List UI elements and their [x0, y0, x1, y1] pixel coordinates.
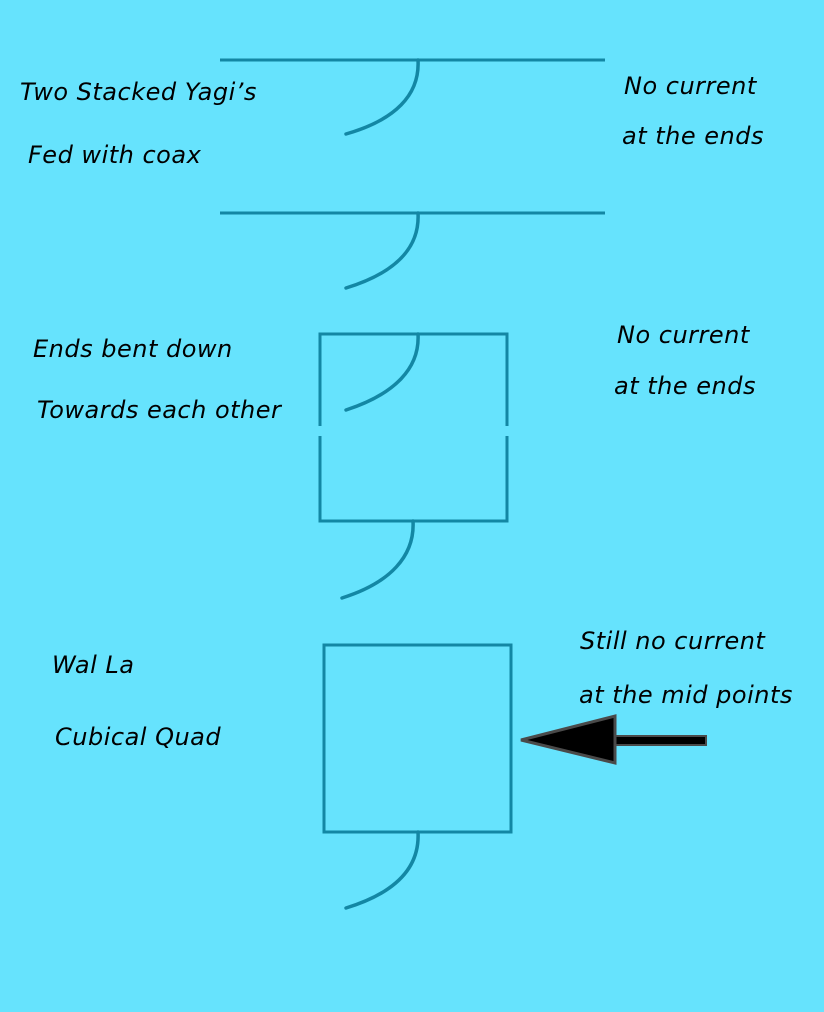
section3-note-line2: at the mid points — [579, 681, 793, 709]
stacked-yagi-diagram — [220, 58, 605, 290]
section3-title-line2: Cubical Quad — [55, 723, 222, 751]
arrow-shaft — [611, 735, 707, 746]
arrow-head — [520, 714, 617, 765]
lower-bent-element — [318, 436, 509, 523]
upper-bent-feed — [344, 332, 420, 412]
section1-title-line1: Two Stacked Yagi’s — [20, 78, 257, 106]
cubical-quad-diagram — [322, 643, 513, 910]
section1-note-line2: at the ends — [622, 122, 764, 150]
section3-note-line1: Still no current — [580, 627, 766, 655]
quad-loop — [322, 643, 513, 834]
section2-note-line1: No current — [617, 321, 750, 349]
quad-coax-feed — [344, 830, 420, 910]
section2-title-line2: Towards each other — [37, 396, 282, 424]
lower-coax-feed — [344, 211, 420, 290]
section1-note-line1: No current — [624, 72, 757, 100]
left-arrow-icon — [520, 714, 707, 765]
section2-note-line2: at the ends — [614, 372, 756, 400]
bent-ends-diagram — [318, 332, 509, 600]
upper-coax-feed — [344, 58, 420, 136]
section1-title-line2: Fed with coax — [28, 141, 202, 169]
upper-bent-element — [318, 332, 509, 426]
lower-bent-feed — [340, 519, 415, 600]
section2-title-line1: Ends bent down — [33, 335, 233, 363]
section3-title-line1: Wal La — [52, 651, 135, 679]
